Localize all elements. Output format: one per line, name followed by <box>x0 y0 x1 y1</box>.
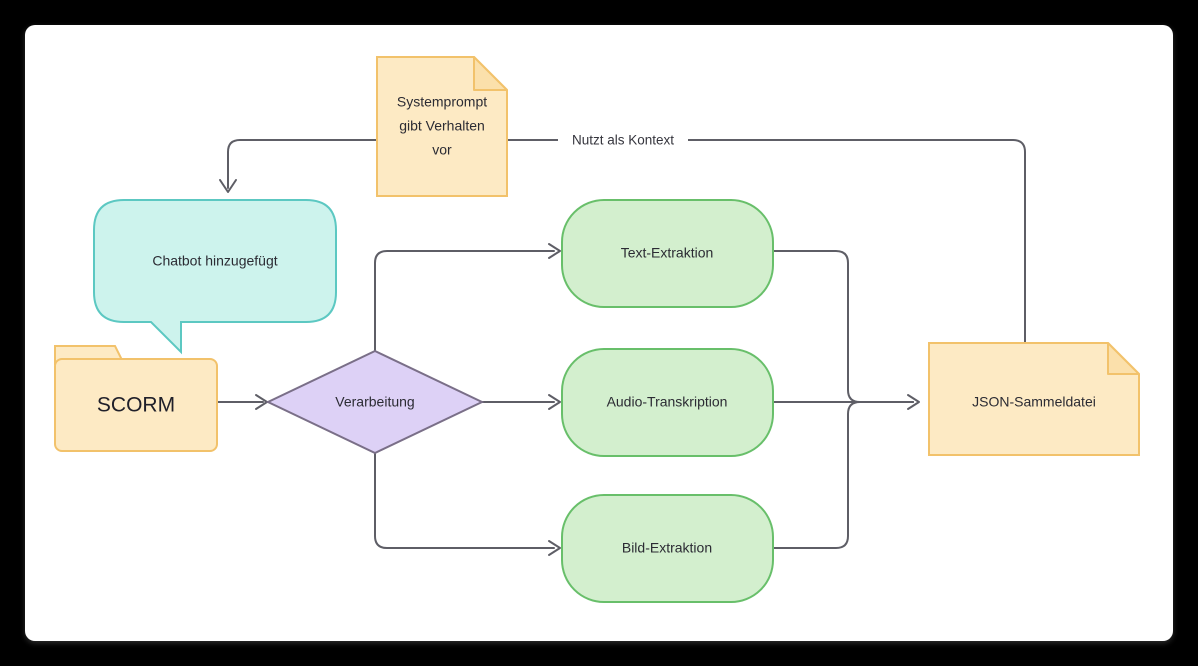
node-verarbeitung[interactable]: Verarbeitung <box>265 349 485 455</box>
text-extraktion-shape <box>561 199 774 308</box>
systemprompt-label-line2: gibt Verhalten <box>399 118 485 134</box>
audio-transkription-shape <box>561 348 774 457</box>
json-sammeldatei-label: JSON-Sammeldatei <box>972 394 1096 410</box>
diagram-canvas: Systemprompt gibt Verhalten vor Nutzt al… <box>25 25 1173 641</box>
edge-label-text: Nutzt als Kontext <box>572 133 674 148</box>
verarbeitung-label: Verarbeitung <box>335 394 414 410</box>
arrowhead-json <box>907 394 920 410</box>
edge-path-bild-json <box>772 401 914 549</box>
edge-path-verarbeitung-text <box>374 250 555 359</box>
json-sammeldatei-body <box>928 342 1140 456</box>
edge-verarbeitung-to-text <box>374 243 561 359</box>
node-audio-transkription[interactable]: Audio-Transkription <box>561 348 774 457</box>
systemprompt-label-line3: vor <box>432 142 452 158</box>
scorm-label: SCORM <box>97 394 175 417</box>
edge-label-backdrop <box>558 129 688 151</box>
node-bild-extraktion[interactable]: Bild-Extraktion <box>561 494 774 603</box>
edge-path-text-json <box>772 250 914 403</box>
edge-scorm-to-verarbeitung <box>216 394 268 410</box>
chatbot-label: Chatbot hinzugefügt <box>152 253 277 269</box>
node-json-sammeldatei[interactable]: JSON-Sammeldatei <box>928 342 1140 456</box>
audio-transkription-label: Audio-Transkription <box>607 394 728 410</box>
arrowhead-chatbot <box>219 179 237 193</box>
node-chatbot[interactable]: Chatbot hinzugefügt <box>93 199 337 355</box>
arrowhead-audio <box>548 394 561 410</box>
edge-label-nutzt-als-kontext: Nutzt als Kontext <box>558 129 688 151</box>
systemprompt-fold-icon <box>473 56 508 91</box>
systemprompt-body <box>376 56 508 197</box>
flowchart-svg: Systemprompt gibt Verhalten vor Nutzt al… <box>54 56 1140 603</box>
text-extraktion-label: Text-Extraktion <box>621 245 714 261</box>
edge-bild-to-json <box>772 394 920 549</box>
scorm-folder-body-icon <box>54 358 218 452</box>
chatbot-bubble-shape <box>93 199 337 355</box>
edge-verarbeitung-to-bild <box>374 445 561 556</box>
edge-verarbeitung-to-audio <box>479 394 561 410</box>
arrowhead-text <box>548 243 561 259</box>
node-scorm[interactable]: SCORM <box>54 345 218 452</box>
node-systemprompt[interactable]: Systemprompt gibt Verhalten vor <box>376 56 508 197</box>
systemprompt-label-line1: Systemprompt <box>397 94 487 110</box>
edge-text-to-json <box>772 250 914 403</box>
json-sammeldatei-fold-icon <box>1107 342 1140 375</box>
bild-extraktion-label: Bild-Extraktion <box>622 540 712 556</box>
edge-path-verarbeitung-bild <box>374 445 555 549</box>
verarbeitung-diamond-shape <box>265 349 485 455</box>
bild-extraktion-shape <box>561 494 774 603</box>
arrowhead-bild <box>548 540 561 556</box>
node-text-extraktion[interactable]: Text-Extraktion <box>561 199 774 308</box>
